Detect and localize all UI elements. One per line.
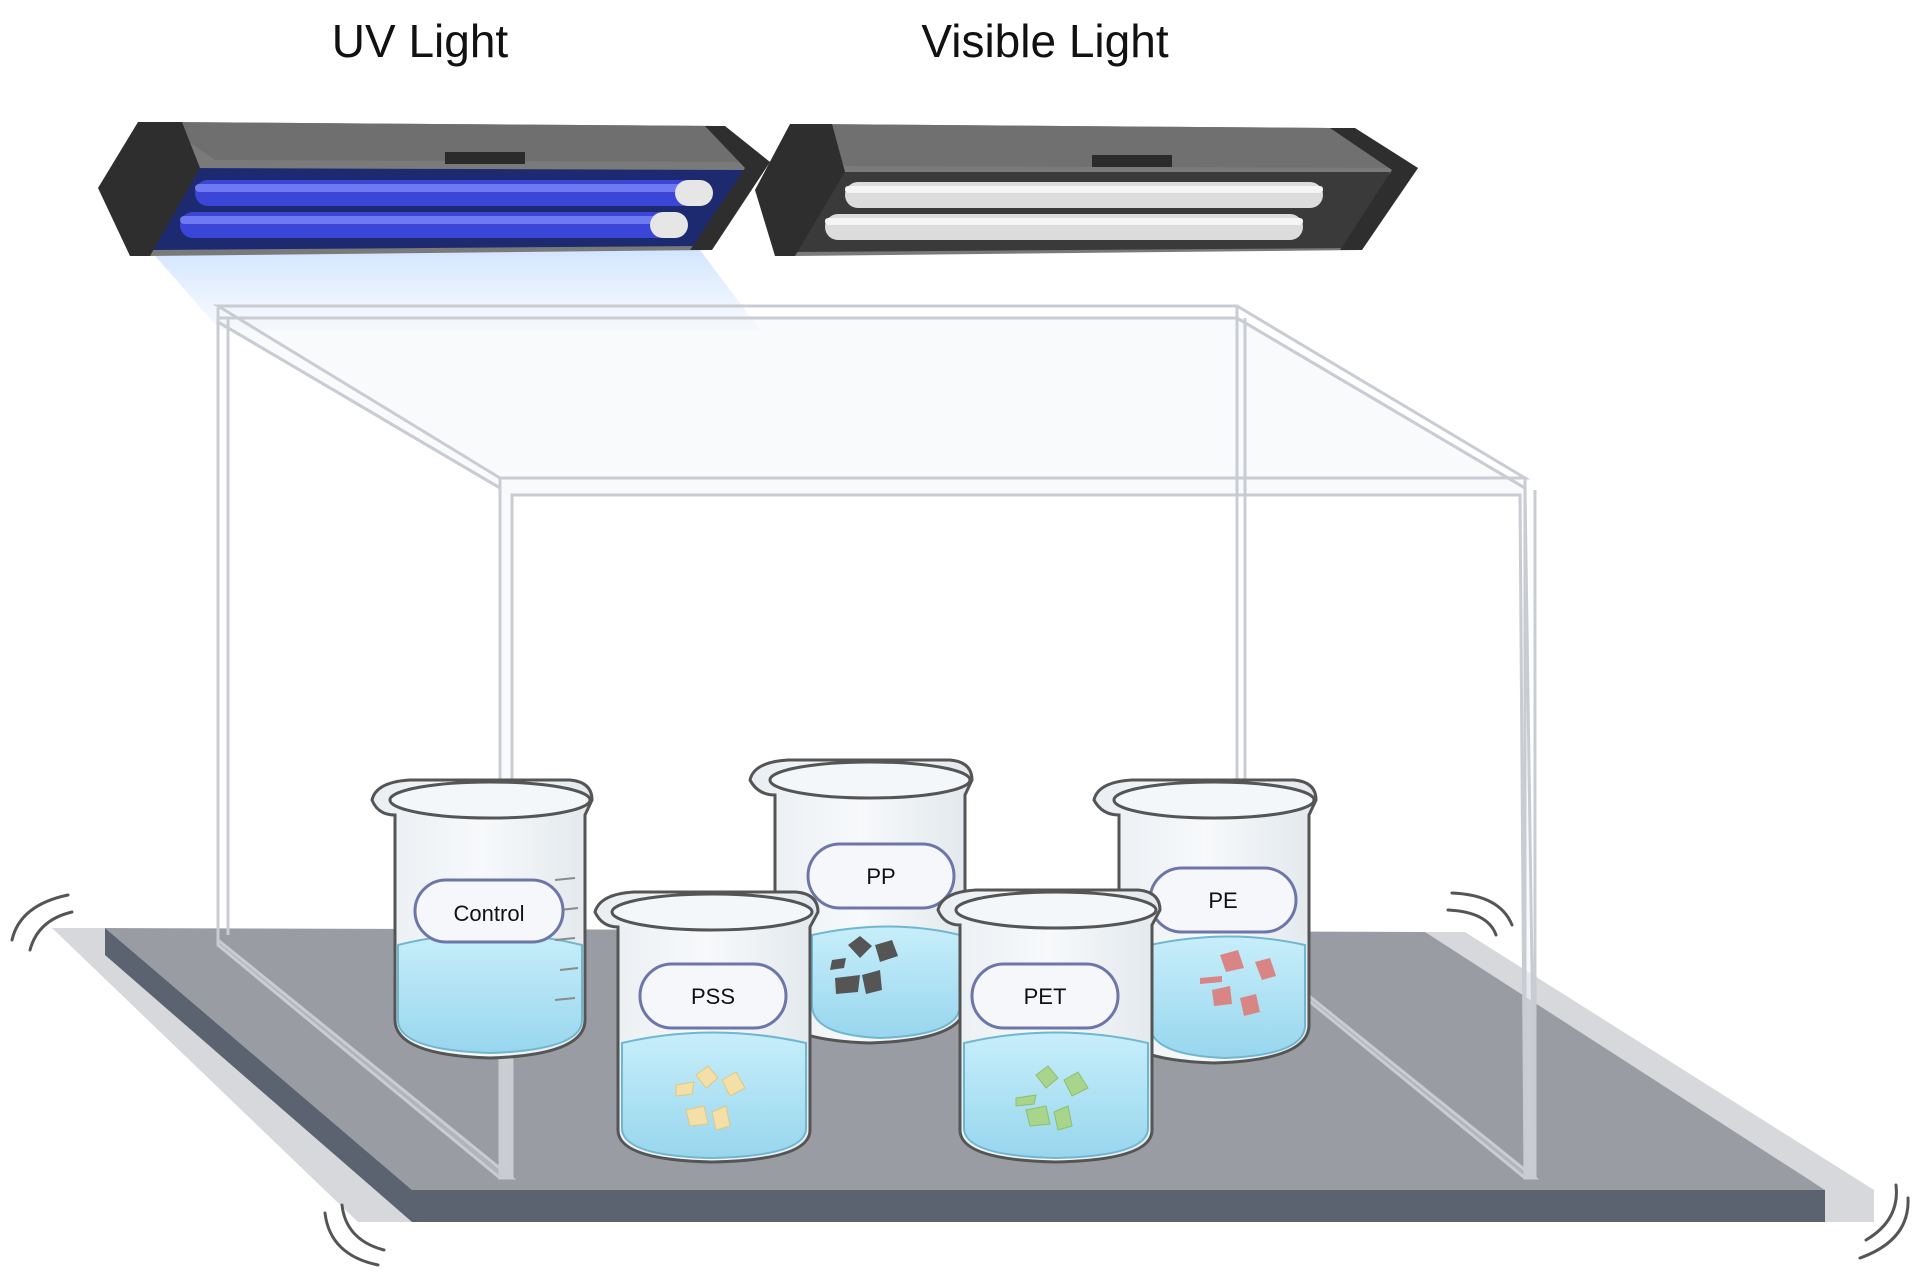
uv-tube-top [195,180,695,206]
uv-tube-bottom [180,212,670,238]
beaker-label-control-text: Control [454,901,525,926]
beaker-label-pss-text: PSS [691,984,735,1009]
visible-lamp [755,124,1418,256]
beaker-label-pp [806,842,956,910]
pss-fragments [675,1065,746,1131]
pe-fragments [1200,950,1276,1016]
beaker-pss: PSS [593,890,820,1164]
beaker-pet: PET [936,888,1162,1164]
visible-tube-top [845,182,1323,208]
pp-fragments [830,936,898,994]
uv-lamp [98,122,770,256]
beaker-label-control [413,878,565,944]
pet-fragments [1015,1065,1089,1131]
visible-light-title: Visible Light [921,15,1169,67]
water-pp [811,925,961,1040]
beaker-label-pp-text: PP [866,864,895,889]
beaker-control: Control [370,778,594,1060]
beaker-label-pet [970,962,1120,1030]
uv-light-title: UV Light [331,15,509,67]
uv-lamp-endcap-left [98,122,200,256]
visible-lamp-endcap-right [1330,128,1418,250]
water-control [397,932,583,1055]
beaker-label-pet-text: PET [1024,984,1067,1009]
beaker-label-pe-text: PE [1208,888,1237,913]
platform-edge [105,928,412,1222]
glass-enclosure [212,304,1540,1180]
shake-marks [10,891,1910,1267]
beaker-label-pss [638,962,788,1030]
visible-tube-bottom [825,214,1303,240]
water-pss [621,1031,807,1160]
uv-lamp-endcap-right [690,126,770,250]
uv-light-glow [150,250,760,330]
water-pet [963,1031,1149,1160]
visible-lamp-endcap-left [755,124,845,256]
